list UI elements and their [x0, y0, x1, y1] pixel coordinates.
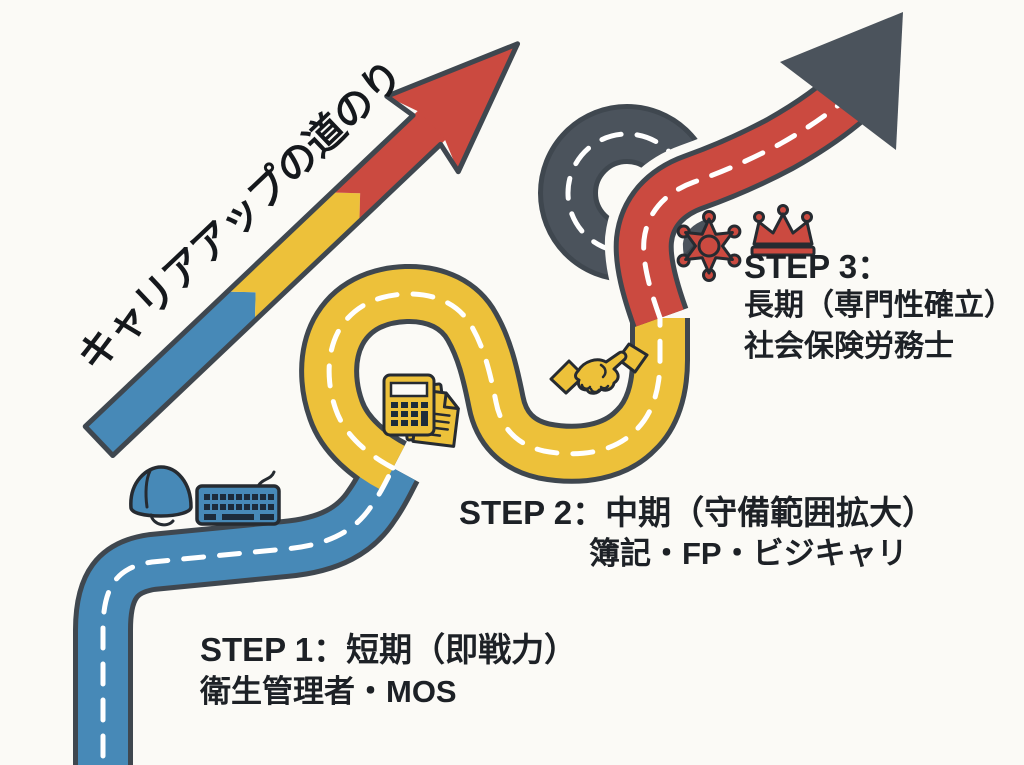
road-red-dashes: [641, 83, 863, 321]
sheriff-badge-icon: [676, 210, 742, 282]
career-up-arrow: [82, 41, 521, 459]
career-arrow-outline: [82, 41, 521, 459]
step3-line2: 長期（専門性確立）: [744, 289, 1014, 322]
step3-line3: 社会保険労務士: [744, 330, 954, 363]
career-arrow-yellow-segment: [227, 192, 361, 321]
career-arrow-red-segment: [331, 108, 448, 222]
career-arrow-blue-segment: [85, 291, 256, 456]
step1-subtext: 衛生管理者・MOS: [200, 674, 457, 709]
calculator-icon: [382, 373, 436, 437]
career-arrow-head: [386, 43, 518, 172]
step1-heading: STEP 1：短期（即戦力）: [200, 631, 578, 668]
road-blue-dashes: [100, 465, 396, 765]
step3-heading: STEP 3：: [744, 248, 891, 285]
safety-helmet-icon: [129, 465, 193, 527]
step2-subtext: 簿記・FP・ビジキャリ: [589, 536, 908, 571]
crown-icon: [750, 204, 816, 257]
step2-heading: STEP 2：中期（守備範囲拡大）: [459, 494, 936, 531]
handshake-icon: [549, 342, 649, 395]
road-end-arrowhead-icon: [780, 12, 903, 150]
keyboard-icon: [195, 470, 281, 526]
road-yellow-dashes: [326, 291, 663, 471]
